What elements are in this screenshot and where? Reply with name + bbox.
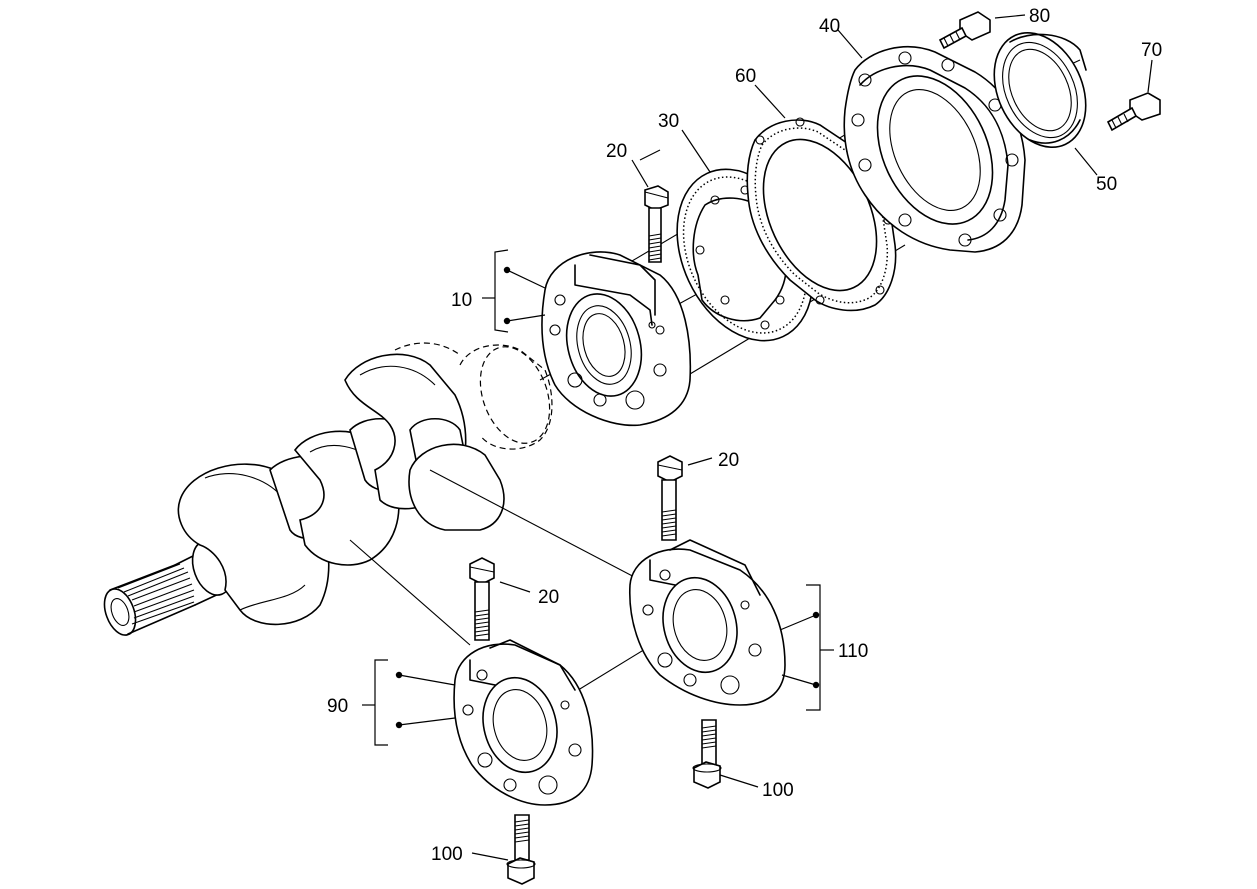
callout-100-right: 100 <box>762 780 794 801</box>
bolt-20-right <box>657 455 683 541</box>
oil-seal-50 <box>993 31 1087 149</box>
bolt-20-left <box>469 557 495 641</box>
callout-20-top: 20 <box>606 141 627 162</box>
seal-housing-40 <box>843 46 1026 253</box>
bolt-80 <box>938 11 991 50</box>
callout-10: 10 <box>451 290 472 311</box>
callout-80: 80 <box>1029 6 1050 27</box>
callout-60: 60 <box>735 66 756 87</box>
callout-30: 30 <box>658 111 679 132</box>
callout-labels: 10 20 30 60 40 80 70 50 20 20 110 90 100… <box>327 6 1162 865</box>
crankshaft <box>103 342 641 646</box>
bolt-100-right <box>692 719 722 789</box>
bearing-housing-110 <box>628 539 786 706</box>
bolt-70 <box>1106 92 1161 132</box>
callout-110: 110 <box>838 641 868 662</box>
bearing-housing-10 <box>541 251 692 427</box>
bolt-100-bottom <box>506 814 536 885</box>
callout-20-left: 20 <box>538 587 559 608</box>
callout-100-bottom: 100 <box>431 844 463 865</box>
callout-70: 70 <box>1141 40 1162 61</box>
leader-lines <box>362 14 1153 861</box>
callout-40: 40 <box>819 16 840 37</box>
bolt-20-top <box>644 185 669 263</box>
bearing-housing-90 <box>453 639 594 806</box>
callout-50: 50 <box>1096 174 1117 195</box>
callout-90: 90 <box>327 696 348 717</box>
callout-20-right: 20 <box>718 450 739 471</box>
